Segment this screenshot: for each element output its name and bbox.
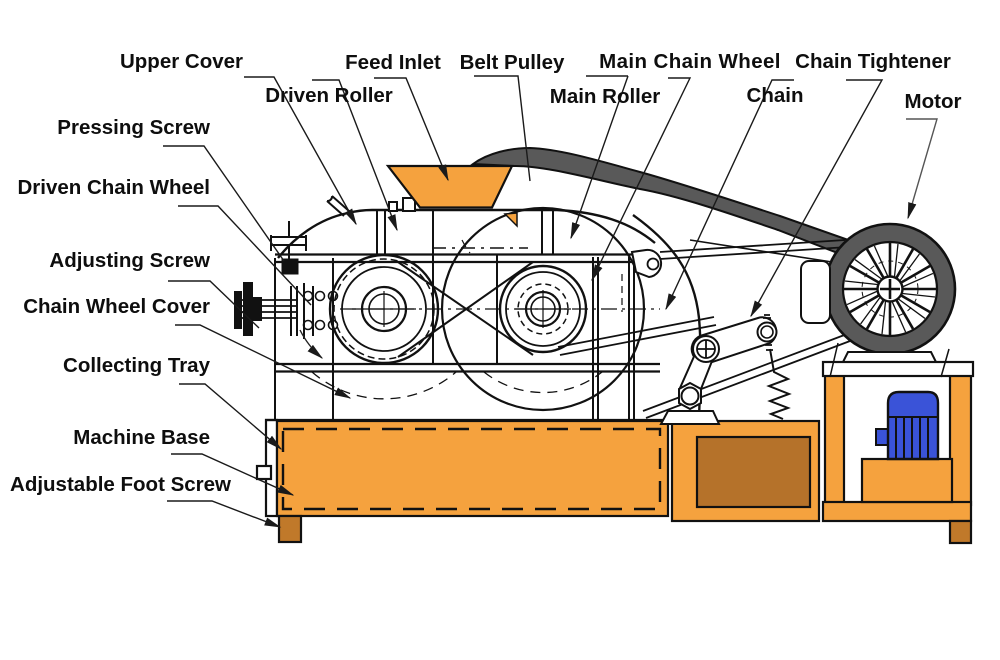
svg-text:Chain Wheel Cover: Chain Wheel Cover <box>23 295 210 318</box>
svg-text:Belt Pulley: Belt Pulley <box>460 51 565 74</box>
svg-text:Adjustable Foot Screw: Adjustable Foot Screw <box>10 473 231 496</box>
svg-text:Adjusting Screw: Adjusting Screw <box>49 249 210 272</box>
svg-text:Driven Chain Wheel: Driven Chain Wheel <box>17 176 210 199</box>
svg-text:Main Chain Wheel: Main Chain Wheel <box>599 50 781 73</box>
svg-text:Driven Roller: Driven Roller <box>265 84 393 107</box>
svg-text:Motor: Motor <box>905 90 962 113</box>
svg-text:Chain Tightener: Chain Tightener <box>795 50 951 73</box>
svg-text:Main Roller: Main Roller <box>550 85 661 108</box>
svg-text:Feed Inlet: Feed Inlet <box>345 51 441 74</box>
svg-text:Collecting Tray: Collecting Tray <box>63 354 211 377</box>
svg-text:Machine Base: Machine Base <box>73 426 210 449</box>
svg-text:Pressing Screw: Pressing Screw <box>57 116 210 139</box>
svg-text:Upper Cover: Upper Cover <box>120 50 243 73</box>
svg-text:Chain: Chain <box>747 84 804 107</box>
